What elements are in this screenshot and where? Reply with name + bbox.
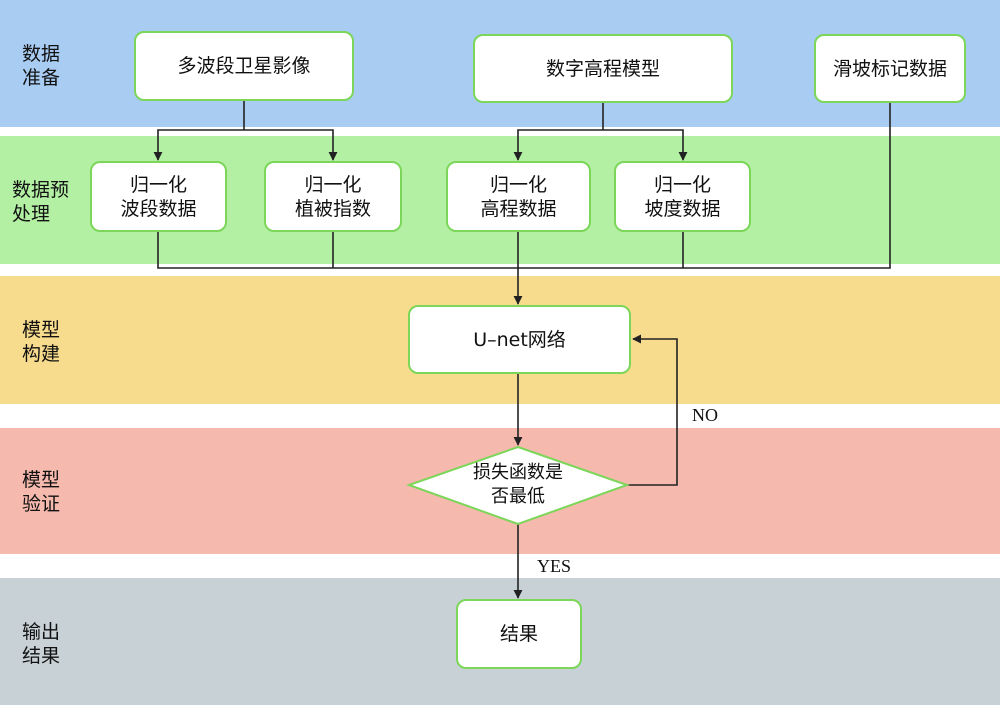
edge-multiband-to-norm-band xyxy=(153,129,244,161)
edge-loss-no-back-to-unet xyxy=(627,334,678,486)
band-label-prepare: 数据 准备 xyxy=(22,43,61,89)
edge-label-no: NO xyxy=(692,405,718,425)
node-normalized-band-data: 归一化 波段数据 xyxy=(90,161,227,232)
edge-multiband-to-norm-ndvi xyxy=(244,129,338,161)
node-normalized-vegetation-index: 归一化 植被指数 xyxy=(264,161,402,232)
edge-dem-to-norm-slope xyxy=(603,129,688,161)
node-unet-network: U–net网络 xyxy=(408,305,631,374)
edge-label-yes: YES xyxy=(537,556,572,576)
band-label-model: 模型 构建 xyxy=(22,319,61,365)
edge-norm-slope-down xyxy=(518,232,684,269)
node-normalized-slope-data: 归一化 坡度数据 xyxy=(614,161,751,232)
edge-landslide-down xyxy=(683,103,891,269)
band-label-verify: 模型 验证 xyxy=(22,469,61,515)
node-loss-minimum-check: 损失函数是 否最低 xyxy=(473,462,563,507)
node-result: 结果 xyxy=(456,599,582,669)
node-digital-elevation-model: 数字高程模型 xyxy=(473,34,733,103)
edge-dem-to-norm-elevation xyxy=(513,129,603,161)
band-label-preprocess: 数据预 处理 xyxy=(12,179,70,225)
node-landslide-label-data: 滑坡标记数据 xyxy=(814,34,966,103)
edge-norm-band-down xyxy=(157,232,518,269)
node-normalized-elevation-data: 归一化 高程数据 xyxy=(446,161,591,232)
band-label-output: 输出 结果 xyxy=(22,621,61,667)
loss-check-diamond xyxy=(405,445,631,526)
node-multiband-satellite-image: 多波段卫星影像 xyxy=(134,31,354,101)
